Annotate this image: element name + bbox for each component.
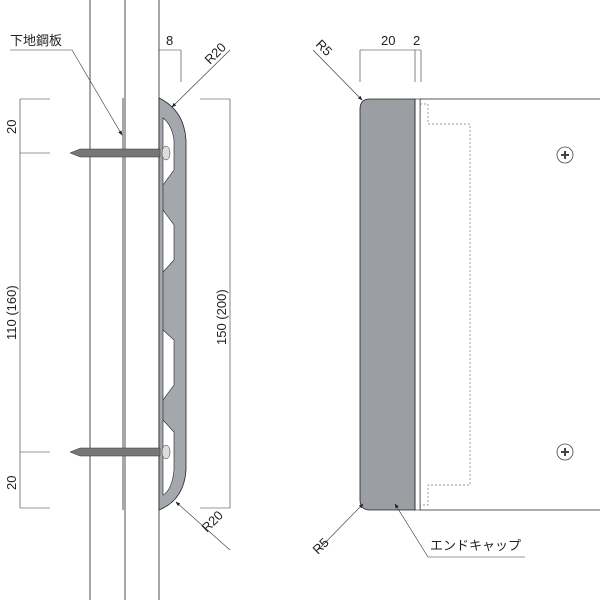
board [414,98,600,511]
end-cap [359,98,416,511]
dim-r5-bottom: R5 [310,535,332,557]
right-dimension [200,98,231,509]
wall-lines [89,0,160,600]
left-dimension [19,98,50,509]
dim-20-top: 20 [4,120,19,134]
screw-head-top-icon [556,146,574,164]
dim-8: 8 [166,33,173,48]
rail-profile [158,97,187,511]
screw-bottom [69,444,171,460]
dim-cap-20: 20 [381,33,395,48]
screw-top [69,145,171,161]
screw-head-bottom-icon [556,443,574,461]
dim-20-bottom: 20 [4,476,19,490]
dim-150: 150 (200) [214,289,229,345]
base-plate-label: 下地鋼板 [10,33,62,48]
dim-r5-top: R5 [313,37,335,59]
end-cap-label: エンドキャップ [430,538,521,553]
dim-cap-2: 2 [413,33,420,48]
dim-r20-bottom: R20 [199,508,226,535]
dim-r20-top: R20 [202,40,229,67]
dim-110: 110 (160) [4,285,19,340]
